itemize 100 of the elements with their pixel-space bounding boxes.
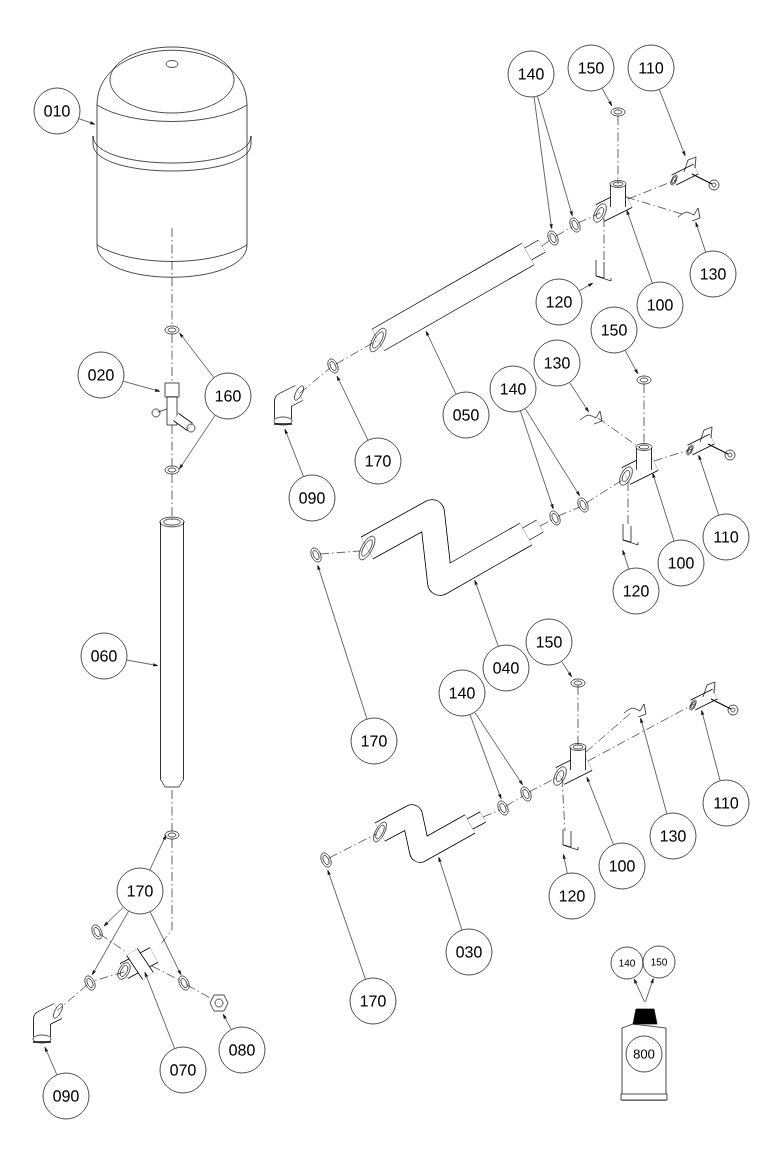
center-line: [151, 965, 182, 982]
callout-number: 150: [642, 945, 676, 979]
bracket-drawing: [622, 523, 639, 546]
leader-line: [474, 712, 523, 786]
callout-number: 090: [288, 474, 336, 522]
center-line: [528, 776, 559, 793]
leader-line: [317, 565, 368, 720]
center-line: [653, 448, 693, 462]
center-line: [335, 339, 379, 365]
leader-line: [622, 550, 630, 570]
callout-number: 100: [598, 842, 646, 890]
elbow-drawing: [32, 1003, 63, 1044]
leader-line: [640, 718, 668, 814]
leader-line: [579, 282, 593, 291]
leader-line: [438, 857, 463, 931]
ring-drawing: [636, 375, 652, 385]
center-line: [539, 519, 553, 527]
tee-fitting-drawing: [619, 443, 659, 486]
leader-line: [633, 978, 645, 1003]
leader-line: [561, 661, 572, 678]
leader-line: [698, 455, 719, 516]
callout-number: 100: [636, 281, 684, 329]
callout-number: 110: [627, 44, 675, 92]
callout-number: 080: [218, 1026, 266, 1074]
callout-number: 010: [33, 87, 81, 135]
callout-number: 150: [567, 44, 615, 92]
tee-fitting-drawing: [553, 743, 593, 786]
callout-number: 170: [116, 867, 164, 915]
ring-drawing: [570, 678, 586, 688]
callout-number: 120: [548, 872, 596, 920]
center-line: [617, 115, 619, 185]
callout-number: 130: [649, 812, 697, 860]
center-line: [541, 239, 551, 247]
leader-line: [645, 978, 654, 1003]
leader-line: [537, 96, 573, 216]
ring-drawing: [547, 230, 559, 246]
leader-line: [652, 473, 675, 542]
ring-drawing: [327, 358, 339, 374]
callout-number: 020: [77, 351, 125, 399]
center-line: [319, 550, 361, 555]
ring-drawing: [610, 107, 626, 117]
center-line: [482, 809, 501, 818]
ring-drawing: [549, 510, 561, 526]
ring-drawing: [164, 325, 180, 335]
center-line: [557, 506, 581, 517]
center-line: [577, 212, 601, 224]
callout-number: 160: [204, 372, 252, 420]
center-line: [505, 795, 524, 807]
leader-line: [525, 408, 580, 497]
center-line: [627, 481, 629, 527]
tee-fitting-drawing: [593, 180, 633, 223]
elbow-drawing: [273, 385, 304, 426]
center-line: [92, 971, 125, 982]
callout-number: 050: [442, 391, 490, 439]
leader-line: [78, 118, 95, 125]
leader-line: [520, 410, 554, 509]
center-line: [577, 685, 579, 747]
center-line: [171, 789, 173, 832]
callout-number: 120: [612, 567, 660, 615]
center-line: [171, 227, 173, 327]
leader-line: [103, 907, 124, 927]
ring-drawing: [310, 547, 322, 563]
center-line: [643, 383, 645, 447]
leader-line: [92, 911, 129, 976]
callout-number: 170: [349, 977, 397, 1025]
callout-number: 150: [525, 618, 573, 666]
callout-number: 140: [438, 669, 486, 717]
leader-line: [149, 911, 182, 975]
ring-drawing: [520, 786, 532, 802]
center-line: [159, 838, 173, 946]
pipe-drawing: [369, 239, 546, 353]
center-line: [561, 777, 566, 832]
valve-drawing: [686, 426, 736, 461]
leader-line: [563, 854, 568, 874]
ring-drawing: [164, 465, 180, 475]
pipe-drawing: [358, 499, 544, 596]
leader-line: [601, 88, 613, 106]
leader-line: [659, 89, 686, 156]
center-line: [171, 473, 173, 521]
leader-line: [701, 710, 721, 781]
callout-number: 140: [610, 946, 644, 980]
clip-drawing: [677, 207, 701, 222]
center-line: [171, 424, 173, 467]
ring-drawing: [84, 975, 96, 991]
cap-drawing: [209, 994, 229, 1012]
leader-line: [179, 415, 216, 470]
leader-line: [222, 1014, 232, 1030]
callout-number: 070: [159, 1046, 207, 1094]
callout-number: 170: [350, 717, 398, 765]
callout-number: 130: [689, 250, 737, 298]
bracket-drawing: [595, 259, 612, 282]
leader-line: [336, 376, 369, 441]
leader-line: [126, 659, 158, 667]
ring-drawing: [178, 975, 190, 991]
callout-number: 030: [445, 928, 493, 976]
leader-line: [123, 380, 160, 392]
ring-drawing: [91, 924, 103, 940]
ring-drawing: [164, 830, 180, 840]
callout-number: 140: [489, 365, 537, 413]
callout-number: 040: [482, 644, 530, 692]
